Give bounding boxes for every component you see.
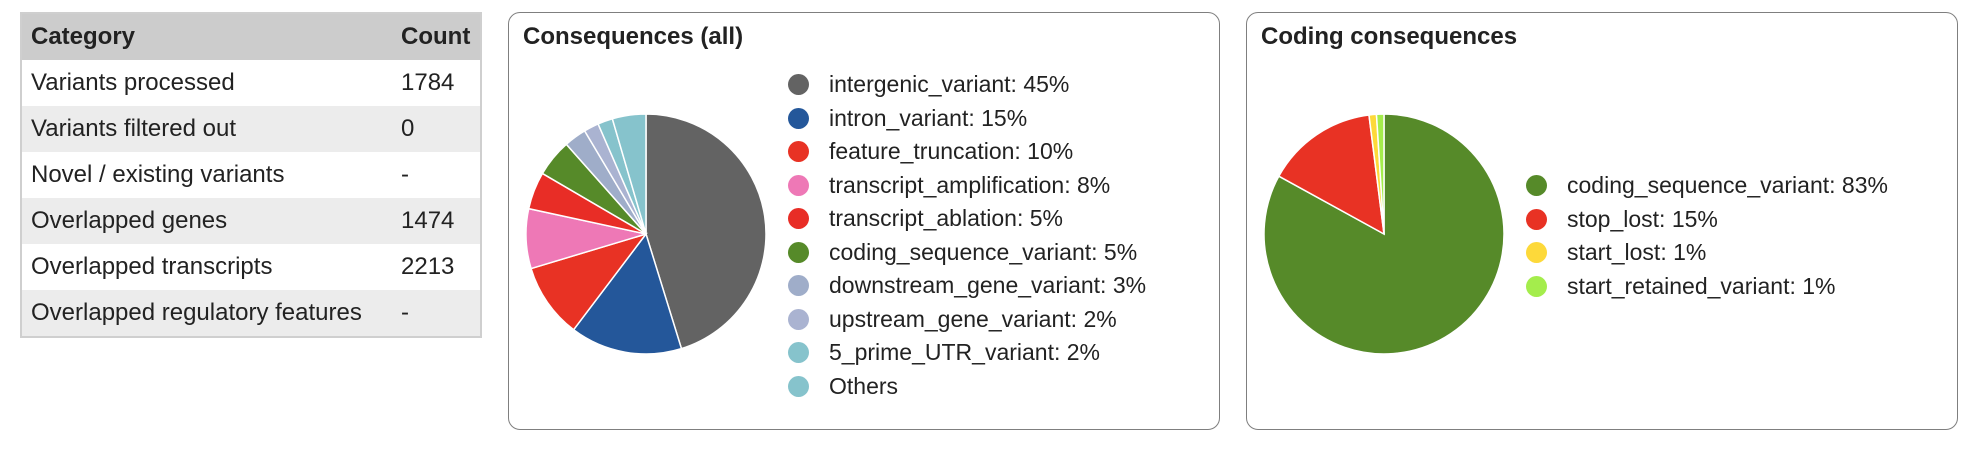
pie-slice-feature-truncation	[530, 232, 648, 331]
consequences-all-panel: Consequences (all) intergenic_variant: 4…	[508, 12, 1220, 430]
summary-table: Category Count Variants processed 1784 V…	[20, 12, 482, 338]
summary-row-label: Variants processed	[31, 69, 235, 96]
legend-swatch-icon	[788, 141, 809, 163]
pie-slice-intron-variant	[572, 232, 683, 355]
legend-label: intron_variant: 15%	[829, 104, 1028, 131]
legend-swatch-icon	[788, 208, 809, 230]
summary-header-category: Category	[21, 13, 392, 60]
legend-item-downstream-gene-variant: downstream_gene_variant: 3%	[788, 269, 1146, 303]
consequences-all-legend: intergenic_variant: 45% intron_variant: 1…	[788, 68, 1146, 403]
legend-swatch-icon	[788, 308, 809, 330]
legend-item-upstream-gene-variant: upstream_gene_variant: 2%	[788, 303, 1146, 337]
legend-item-transcript-ablation: transcript_ablation: 5%	[788, 202, 1146, 236]
legend-swatch-icon	[788, 342, 809, 364]
legend-swatch-icon	[1526, 275, 1547, 297]
legend-swatch-icon	[1526, 208, 1547, 230]
summary-row: Novel / existing variants -	[21, 152, 481, 198]
legend-item-start-lost: start_lost: 1%	[1526, 236, 1888, 270]
summary-row-value: 1784	[401, 69, 455, 96]
legend-label: transcript_ablation: 5%	[829, 205, 1063, 232]
summary-row-label: Overlapped regulatory features	[21, 290, 392, 337]
legend-swatch-icon	[788, 241, 809, 263]
legend-swatch-icon	[788, 107, 809, 129]
legend-swatch-icon	[788, 174, 809, 196]
summary-row-value: 2213	[401, 253, 455, 280]
legend-label: feature_truncation: 10%	[829, 138, 1074, 165]
summary-row-label: Variants filtered out	[21, 106, 392, 152]
legend-label: coding_sequence_variant: 5%	[829, 238, 1138, 265]
summary-row-value: 1474	[392, 198, 481, 244]
legend-item-others: Others	[788, 370, 1146, 404]
consequences-all-title: Consequences (all)	[523, 23, 744, 50]
legend-swatch-icon	[788, 375, 809, 397]
legend-item-coding-sequence-variant: coding_sequence_variant: 5%	[788, 236, 1146, 270]
coding-consequences-title: Coding consequences	[1261, 23, 1518, 50]
legend-item-transcript-amplification: transcript_amplification: 8%	[788, 169, 1146, 203]
coding-consequences-pie	[1263, 113, 1505, 355]
summary-header-count: Count	[392, 13, 481, 60]
legend-item-feature-truncation: feature_truncation: 10%	[788, 135, 1146, 169]
legend-item-start-retained-variant: start_retained_variant: 1%	[1526, 270, 1888, 304]
legend-label: start_retained_variant: 1%	[1567, 272, 1836, 299]
summary-row: Overlapped regulatory features -	[21, 290, 481, 337]
legend-swatch-icon	[1526, 175, 1547, 197]
summary-row-label: Overlapped transcripts	[31, 253, 273, 280]
legend-label: Others	[829, 372, 899, 399]
legend-item-5-prime-utr-variant: 5_prime_UTR_variant: 2%	[788, 336, 1146, 370]
summary-row-value: -	[401, 161, 409, 188]
summary-row: Variants processed 1784	[21, 60, 481, 106]
legend-label: coding_sequence_variant: 83%	[1567, 172, 1888, 199]
summary-row-value: -	[392, 290, 481, 337]
legend-item-intron-variant: intron_variant: 15%	[788, 102, 1146, 136]
legend-swatch-icon	[788, 275, 809, 297]
legend-label: upstream_gene_variant: 2%	[829, 305, 1117, 332]
coding-consequences-legend: coding_sequence_variant: 83% stop_lost: 1…	[1526, 169, 1888, 303]
summary-row: Overlapped genes 1474	[21, 198, 481, 244]
consequences-all-pie	[525, 113, 767, 355]
legend-item-stop-lost: stop_lost: 15%	[1526, 203, 1888, 237]
legend-label: transcript_amplification: 8%	[829, 171, 1111, 198]
legend-swatch-icon	[788, 74, 809, 96]
legend-label: stop_lost: 15%	[1567, 205, 1718, 232]
pie-slice-start-retained-variant	[1375, 113, 1385, 235]
summary-header-row: Category Count	[21, 13, 481, 60]
legend-swatch-icon	[1526, 242, 1547, 264]
legend-label: downstream_gene_variant: 3%	[829, 272, 1147, 299]
pie-slice-intergenic-variant	[645, 113, 767, 350]
summary-row-value: 0	[392, 106, 481, 152]
pie-slice-others	[611, 113, 647, 235]
legend-label: start_lost: 1%	[1567, 239, 1707, 266]
legend-item-coding-sequence-variant: coding_sequence_variant: 83%	[1526, 169, 1888, 203]
legend-label: intergenic_variant: 45%	[829, 71, 1070, 98]
pie-slice-stop-lost	[1277, 114, 1385, 236]
legend-item-intergenic-variant: intergenic_variant: 45%	[788, 68, 1146, 102]
coding-consequences-panel: Coding consequences coding_sequence_vari…	[1246, 12, 1958, 430]
summary-row: Variants filtered out 0	[21, 106, 481, 152]
legend-label: 5_prime_UTR_variant: 2%	[829, 339, 1101, 366]
summary-row-label: Novel / existing variants	[31, 161, 285, 188]
summary-row-label: Overlapped genes	[21, 198, 392, 244]
summary-row: Overlapped transcripts 2213	[21, 244, 481, 290]
